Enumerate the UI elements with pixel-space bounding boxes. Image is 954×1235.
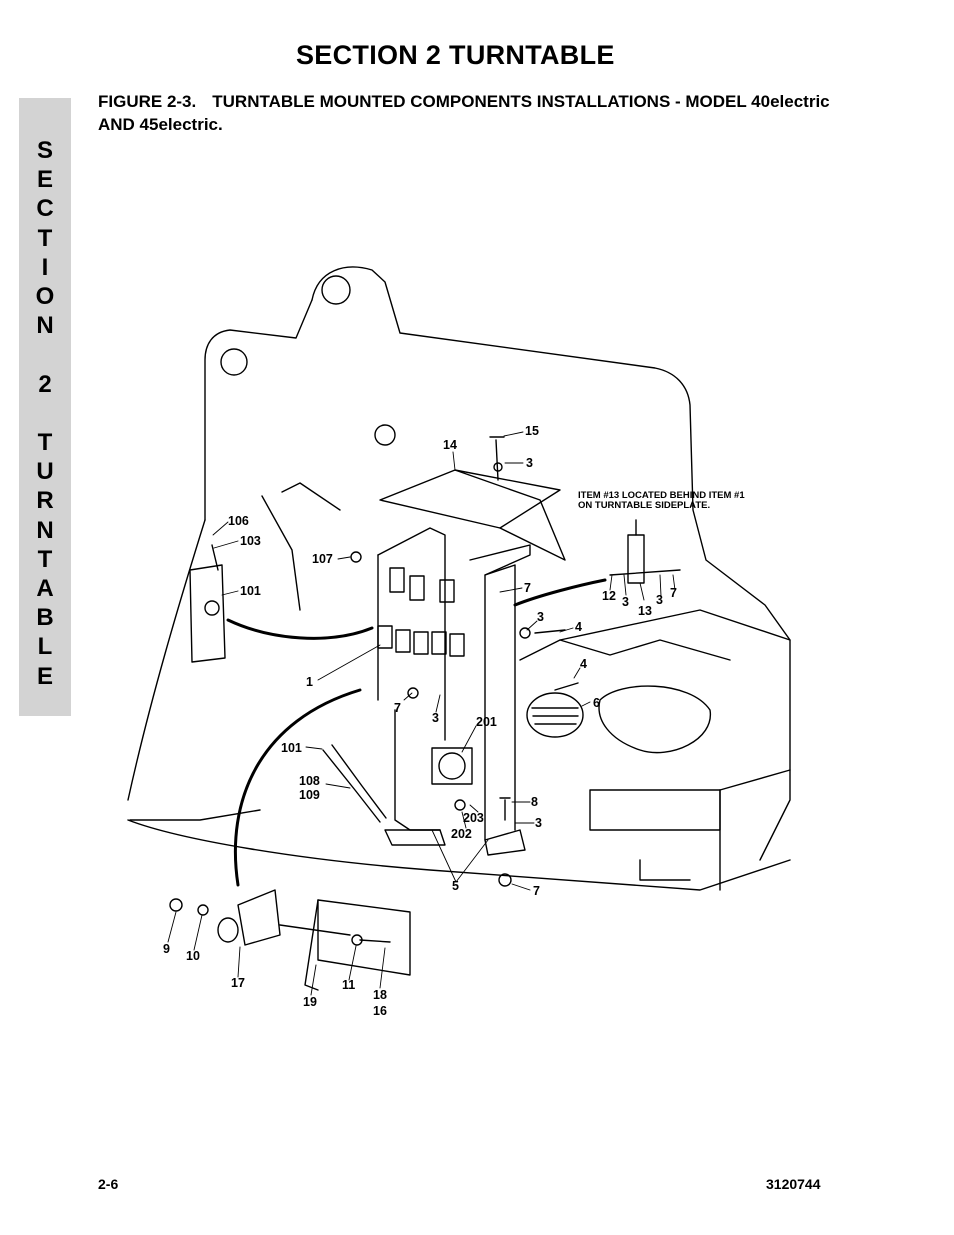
callout-label: 4 bbox=[580, 657, 587, 671]
callout-label: 16 bbox=[373, 1004, 387, 1018]
breaker-bracket bbox=[304, 899, 411, 991]
callout-label: 17 bbox=[231, 976, 245, 990]
callout-label: 10 bbox=[186, 949, 200, 963]
callout-label: 3 bbox=[526, 456, 533, 470]
callout-label: 7 bbox=[533, 884, 540, 898]
callout-label: 3 bbox=[432, 711, 439, 725]
breaker bbox=[217, 889, 351, 946]
leader-lines bbox=[167, 431, 676, 996]
figure-caption: FIGURE 2-3.TURNTABLE MOUNTED COMPONENTS … bbox=[98, 90, 858, 136]
wire-harness bbox=[226, 578, 607, 887]
page-number: 2-6 bbox=[98, 1176, 119, 1192]
callout-label: 101 bbox=[281, 741, 302, 755]
callout-label: 13 bbox=[638, 604, 652, 618]
callout-label: 3 bbox=[535, 816, 542, 830]
callout-label: 15 bbox=[525, 424, 539, 438]
switch-assembly bbox=[189, 544, 226, 663]
callout-label: 4 bbox=[575, 620, 582, 634]
callout-label: 106 bbox=[228, 514, 249, 528]
callout-label: 107 bbox=[312, 552, 333, 566]
callout-label: 5 bbox=[452, 879, 459, 893]
callout-label: 14 bbox=[443, 438, 457, 452]
callout-label: 3 bbox=[537, 610, 544, 624]
callout-label: 18 bbox=[373, 988, 387, 1002]
figure-number: FIGURE 2-3. bbox=[98, 92, 197, 111]
callout-label: 9 bbox=[163, 942, 170, 956]
callout-label: 3 bbox=[656, 593, 663, 607]
document-number: 3120744 bbox=[766, 1176, 821, 1192]
motion-alarm bbox=[609, 519, 681, 584]
callout-label: 103 bbox=[240, 534, 261, 548]
callout-label: 12 bbox=[602, 589, 616, 603]
turntable-deck bbox=[127, 609, 791, 891]
callout-label: 202 bbox=[451, 827, 472, 841]
callout-label: 8 bbox=[531, 795, 538, 809]
figure-note-line2: ON TURNTABLE SIDEPLATE. bbox=[578, 500, 710, 511]
callout-label: 108 bbox=[299, 774, 320, 788]
callout-label: 6 bbox=[593, 696, 600, 710]
callout-label: 109 bbox=[299, 788, 320, 802]
callout-label: 7 bbox=[670, 586, 677, 600]
callout-label: 203 bbox=[463, 811, 484, 825]
rod-101 bbox=[322, 744, 387, 823]
callout-label: 7 bbox=[394, 701, 401, 715]
horn bbox=[526, 692, 584, 738]
section-sidebar-tab: S E C T I O N 2 T U R N T A B L E bbox=[19, 98, 71, 716]
valve-block bbox=[377, 567, 465, 657]
receptacle bbox=[431, 747, 473, 785]
callout-label: 1 bbox=[306, 675, 313, 689]
callout-label: 11 bbox=[342, 978, 355, 992]
callout-label: 3 bbox=[622, 595, 629, 609]
callout-label: 7 bbox=[524, 581, 531, 595]
figure-note-line1: ITEM #13 LOCATED BEHIND ITEM #1 bbox=[578, 490, 745, 501]
section-title: SECTION 2 TURNTABLE bbox=[296, 40, 615, 70]
callout-label: 101 bbox=[240, 584, 261, 598]
figure-title: TURNTABLE MOUNTED COMPONENTS INSTALLATIO… bbox=[98, 92, 830, 134]
turntable-sideplate bbox=[127, 266, 791, 801]
hardware bbox=[169, 436, 579, 946]
callout-label: 201 bbox=[476, 715, 497, 729]
mounting-bracket bbox=[377, 469, 566, 856]
sidebar-section-label: S E C T I O N 2 T U R N T A B L E bbox=[35, 137, 55, 690]
callout-label: 19 bbox=[303, 995, 317, 1009]
